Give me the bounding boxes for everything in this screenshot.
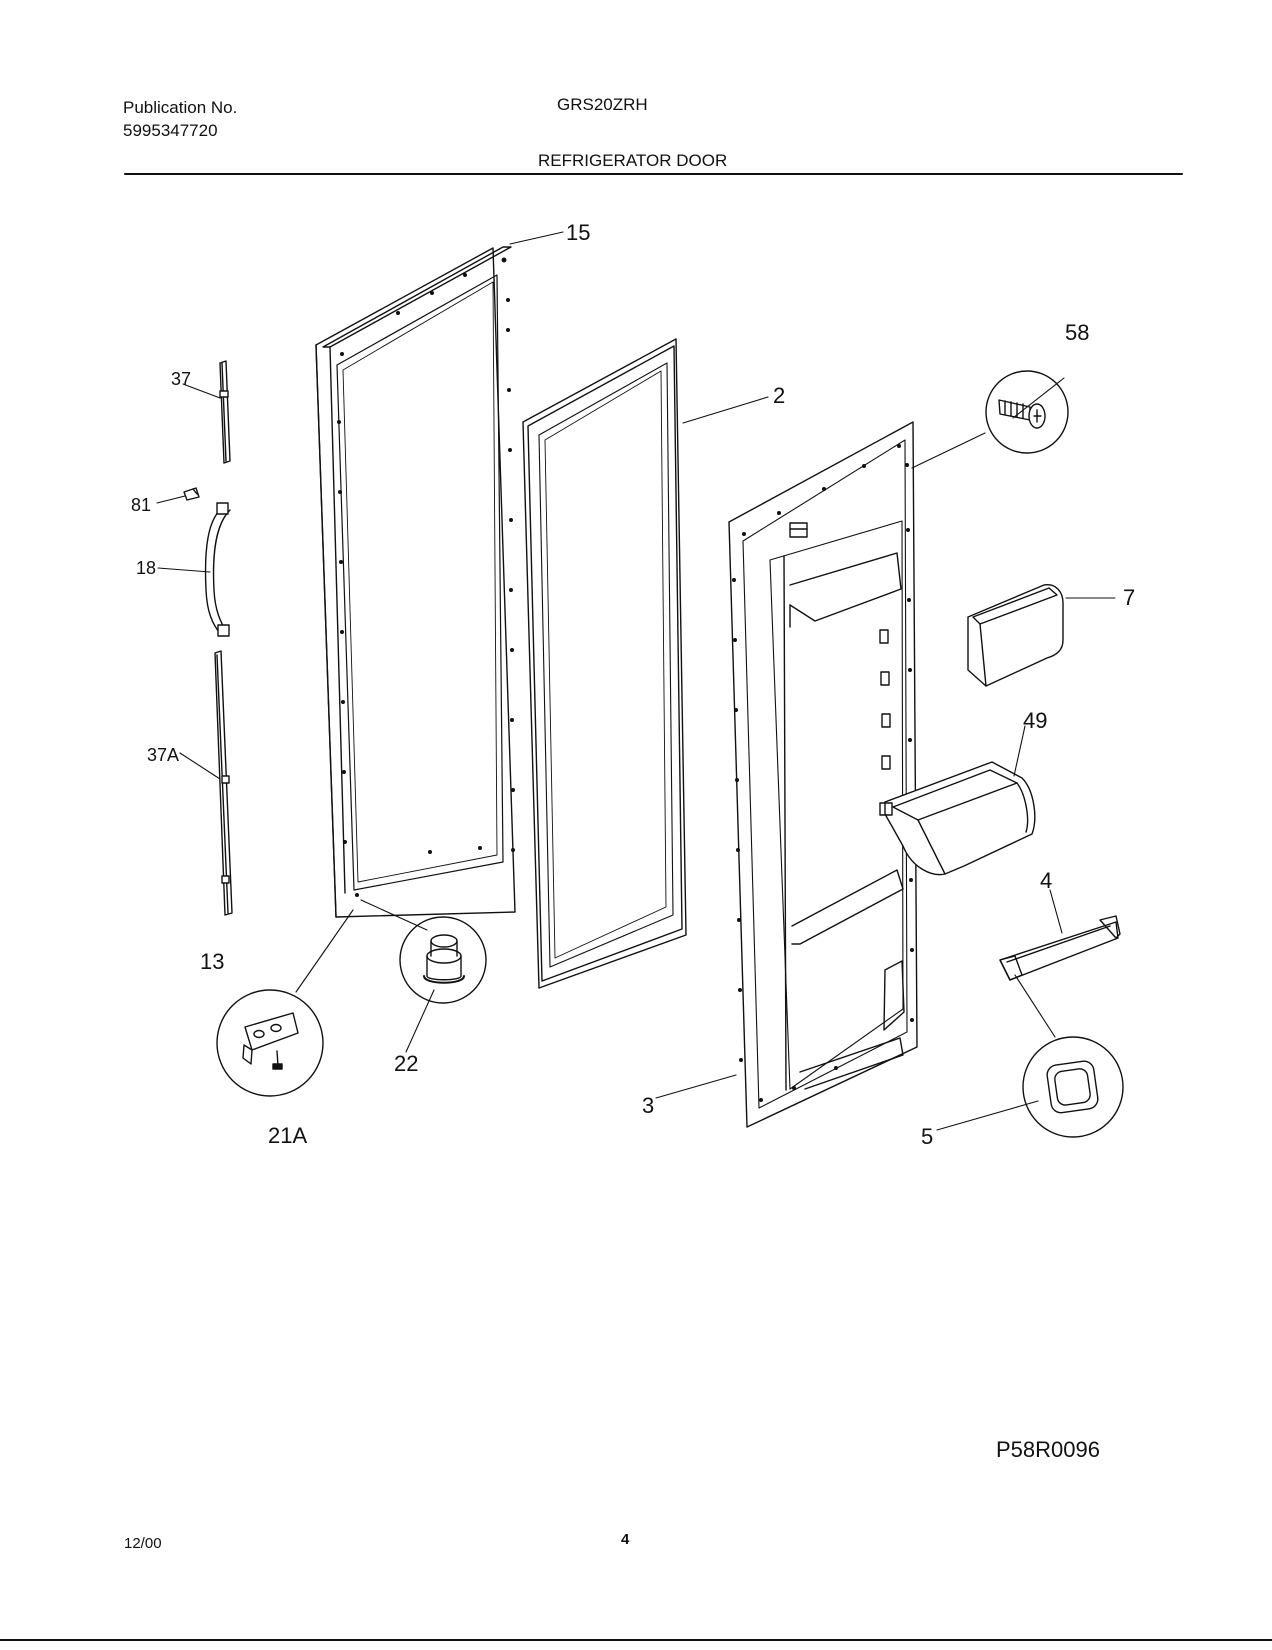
callout-49: 49 [1023, 708, 1048, 733]
publication-number: 5995347720 [123, 121, 218, 140]
leader-lines [157, 232, 1115, 1130]
door-handle-drawing [206, 503, 230, 636]
door-gasket-drawing [523, 339, 686, 988]
callout-15: 15 [566, 220, 591, 245]
callout-18: 18 [136, 558, 157, 578]
hinge-detail-circle [217, 990, 323, 1096]
endcap-detail-circle [1023, 1037, 1123, 1137]
model-number: GRS20ZRH [557, 95, 648, 114]
callout-13: 13 [200, 949, 225, 974]
callout-22: 22 [394, 1051, 419, 1076]
callout-58: 58 [1065, 320, 1090, 345]
bin-rail-drawing [1000, 916, 1120, 980]
screw-detail-circle [986, 371, 1068, 453]
page-number: 4 [621, 1531, 630, 1548]
callout-37a: 37A [147, 745, 180, 765]
dispenser-cover-drawing [968, 585, 1063, 686]
callout-3: 3 [642, 1093, 655, 1118]
door-bin-drawing [880, 762, 1035, 875]
callout-37: 37 [171, 369, 192, 389]
outer-door-frame-drawing [316, 247, 515, 917]
door-liner-drawing [729, 422, 917, 1127]
handle-screw-drawing [184, 488, 199, 500]
callout-21a: 21A [268, 1123, 308, 1148]
cap-detail-circle [400, 917, 486, 1003]
trim-strips-drawing [215, 361, 232, 915]
callout-7: 7 [1123, 585, 1136, 610]
revision-date: 12/00 [124, 1535, 162, 1552]
callout-5: 5 [921, 1124, 934, 1149]
section-title: REFRIGERATOR DOOR [538, 151, 728, 170]
publication-label: Publication No. [123, 98, 238, 117]
callout-81: 81 [131, 495, 152, 515]
drawing-code: P58R0096 [996, 1437, 1100, 1462]
callout-2: 2 [773, 383, 786, 408]
callout-4: 4 [1040, 868, 1053, 893]
